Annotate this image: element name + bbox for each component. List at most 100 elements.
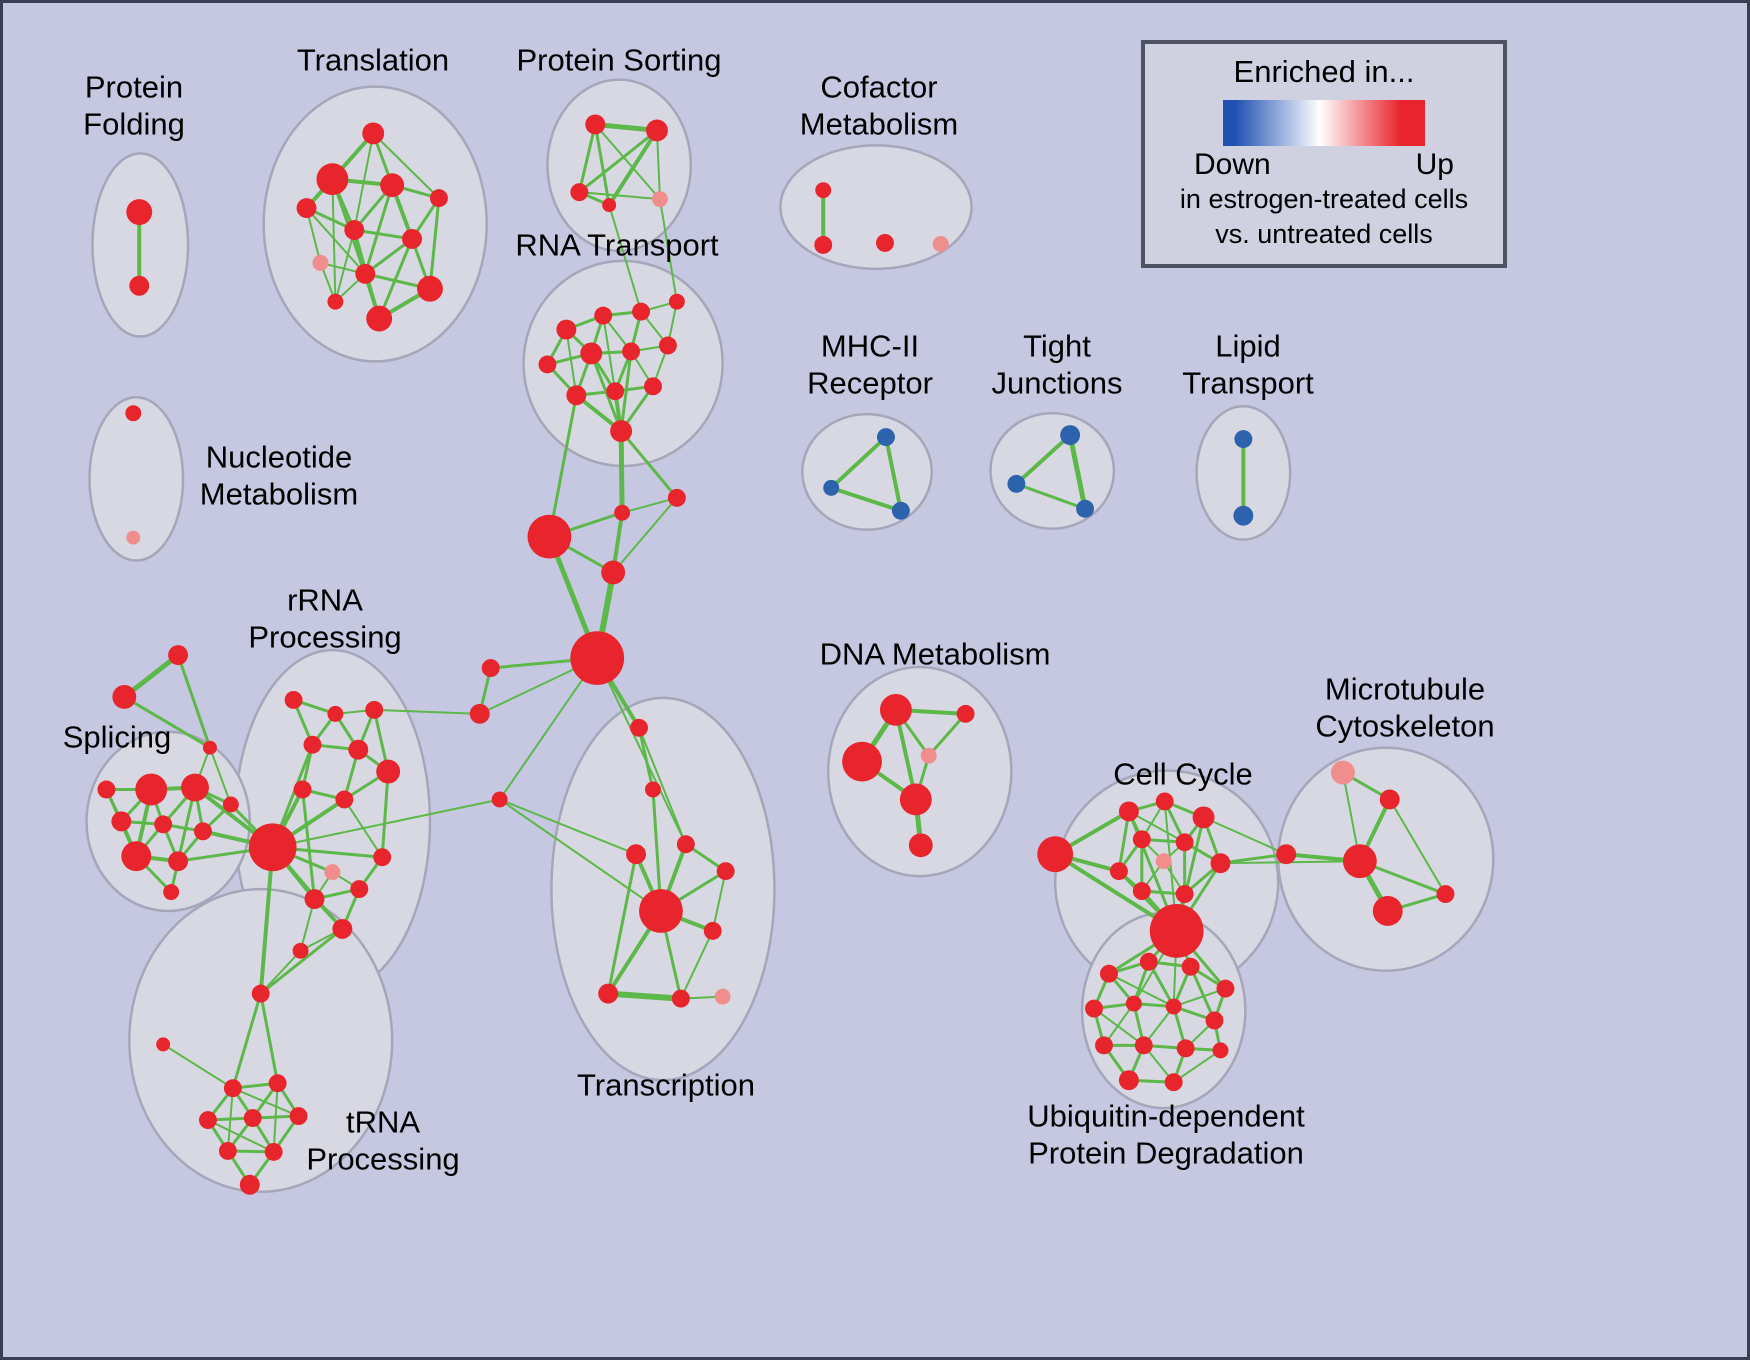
edge-u4-u7 bbox=[1172, 987, 1227, 1008]
node-s0c bbox=[202, 740, 217, 755]
edge-s0c-sp8 bbox=[208, 746, 232, 806]
node-tn6 bbox=[218, 1141, 237, 1160]
edge-s0a-s0c bbox=[176, 653, 212, 750]
node-u7 bbox=[1165, 998, 1182, 1015]
node-s0a bbox=[168, 645, 189, 666]
node-u5 bbox=[1085, 999, 1103, 1018]
node-d6 bbox=[908, 833, 933, 858]
node-rr4 bbox=[303, 735, 322, 754]
edge-d2-d4 bbox=[927, 712, 968, 758]
edge-rt12-m1 bbox=[619, 429, 679, 500]
network-canvas bbox=[85, 78, 1495, 1195]
node-t3 bbox=[296, 198, 317, 219]
edge-ps2-ps3 bbox=[577, 128, 659, 194]
node-cc5 bbox=[1132, 830, 1151, 849]
legend-up-label: Up bbox=[1415, 148, 1454, 181]
node-tj2 bbox=[1007, 474, 1026, 493]
node-t6 bbox=[344, 220, 365, 240]
node-mc4 bbox=[1342, 844, 1377, 879]
edge-tj2-tj3 bbox=[1014, 482, 1087, 511]
edge-rr6-rr12 bbox=[380, 770, 390, 859]
edge-tc4-tc5 bbox=[711, 870, 727, 932]
edge-tc0-tc3 bbox=[638, 726, 687, 846]
node-rr7 bbox=[293, 780, 312, 799]
edge-ps2-ps4 bbox=[607, 128, 659, 208]
node-m6 bbox=[469, 703, 490, 724]
node-rt7 bbox=[622, 342, 641, 361]
node-tj1 bbox=[1060, 425, 1081, 446]
edge-mh1-mh2 bbox=[829, 435, 888, 490]
edge-u3-u8 bbox=[1189, 965, 1216, 1022]
edge-cc9-mc3 bbox=[1218, 852, 1288, 865]
node-ps4 bbox=[602, 198, 617, 213]
node-u13 bbox=[1118, 1070, 1139, 1091]
node-tchub bbox=[639, 889, 683, 933]
node-sp5 bbox=[194, 822, 212, 841]
node-mh2 bbox=[823, 479, 840, 496]
node-t1 bbox=[362, 122, 385, 145]
edge-mh2-mh3 bbox=[829, 485, 903, 513]
node-rt2 bbox=[594, 306, 613, 325]
edge-rr14-tr1 bbox=[259, 949, 302, 995]
edge-tc2-tc6 bbox=[606, 852, 638, 996]
node-m4 bbox=[601, 560, 626, 585]
node-rt8 bbox=[658, 336, 677, 355]
node-tc6 bbox=[598, 983, 619, 1004]
node-rt1 bbox=[556, 319, 577, 340]
edge-tj1-tj2 bbox=[1014, 433, 1073, 486]
node-m2 bbox=[614, 504, 631, 521]
node-cc10 bbox=[1132, 882, 1151, 901]
edge-ps3-ps5 bbox=[578, 191, 661, 201]
node-cf1 bbox=[815, 182, 832, 199]
node-tn2 bbox=[268, 1074, 287, 1093]
edge-m1-m4 bbox=[612, 496, 678, 574]
node-u1 bbox=[1100, 964, 1118, 983]
edge-t5-t10 bbox=[428, 196, 441, 291]
cluster-ellipse-transcription bbox=[550, 696, 776, 1082]
node-tr2 bbox=[156, 1037, 171, 1052]
node-u6 bbox=[1125, 995, 1142, 1012]
node-rt10 bbox=[606, 382, 625, 401]
node-tc2 bbox=[626, 844, 647, 865]
node-t12 bbox=[327, 293, 344, 310]
edge-hub-m7 bbox=[498, 657, 599, 801]
edge-hub-tc3 bbox=[596, 657, 687, 846]
node-u12 bbox=[1212, 1042, 1229, 1059]
legend-ends-row: Down Up bbox=[1194, 148, 1454, 182]
edge-rt1-rt9 bbox=[565, 328, 578, 397]
node-t9 bbox=[355, 263, 376, 284]
node-sp10 bbox=[97, 780, 116, 799]
edge-mc2-mc5 bbox=[1388, 798, 1447, 896]
node-rr11 bbox=[350, 880, 369, 899]
node-tn1 bbox=[223, 1079, 242, 1098]
node-cc9 bbox=[1210, 853, 1231, 874]
edge-ps5-rt4 bbox=[658, 198, 678, 303]
node-m5 bbox=[481, 659, 500, 678]
node-cc8 bbox=[1109, 862, 1128, 881]
edge-u1-u7 bbox=[1107, 972, 1175, 1008]
node-sp2 bbox=[181, 773, 209, 802]
legend-caption-line2: vs. untreated cells bbox=[1215, 219, 1433, 250]
edge-u12-u14 bbox=[1172, 1049, 1222, 1084]
node-cc7 bbox=[1155, 853, 1172, 870]
cluster-ellipse-mhc-ii-receptor bbox=[801, 412, 933, 531]
node-tc8 bbox=[714, 988, 731, 1005]
node-sp6 bbox=[121, 841, 152, 872]
edge-rt12-m2 bbox=[618, 428, 625, 516]
node-u9 bbox=[1095, 1036, 1113, 1055]
node-t10 bbox=[417, 275, 443, 302]
node-sp7 bbox=[168, 851, 189, 872]
node-rt11 bbox=[644, 377, 662, 396]
node-cf2 bbox=[814, 235, 833, 254]
edge-tr1-tn1 bbox=[231, 992, 263, 1090]
node-ps2 bbox=[646, 119, 668, 142]
node-rt4 bbox=[668, 293, 685, 310]
edge-tc5-tc7 bbox=[679, 929, 714, 1000]
node-cf3 bbox=[875, 233, 894, 252]
node-m7 bbox=[491, 791, 508, 808]
node-u8 bbox=[1205, 1011, 1224, 1030]
node-cchub bbox=[1149, 904, 1204, 958]
edge-t1-t5 bbox=[372, 132, 440, 200]
edge-ps2-ps5 bbox=[655, 129, 661, 201]
node-rr14 bbox=[292, 942, 309, 959]
